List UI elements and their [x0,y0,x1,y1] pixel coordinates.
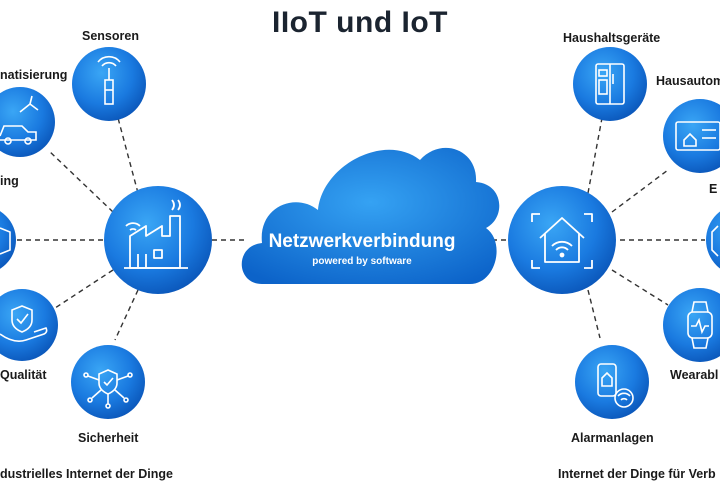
iot-hub [508,186,616,294]
line-hub-left-sensoren [117,117,139,194]
label-sicherheit: Sicherheit [78,431,139,445]
label-haushaltsgeraete: Haushaltsgeräte [563,31,661,45]
iiot-caption: dustrielles Internet der Dinge [0,467,173,481]
phone-home-alarm-icon [597,363,634,408]
smartwatch-icon [687,301,713,349]
sensor-antenna-icon [97,55,121,105]
cloud-subtitle: powered by software [312,256,412,267]
node-automatisierung [0,87,55,157]
node-monitoring [0,211,16,269]
cloud-title: Netzwerkverbindung [269,231,456,252]
node-hausautomation [663,99,720,173]
shield-network-icon [83,369,133,409]
line-hub-right-hausautomation [611,169,669,213]
smart-home-icon [531,213,593,269]
node-sensoren [72,47,146,121]
line-hub-right-alarmanlagen [587,289,601,339]
node-energie [706,211,720,269]
node-qualitaet [0,289,58,361]
robot-arm-car-icon [0,95,39,145]
connector-lines [16,117,705,341]
page-title: IIoT und IoT [272,6,448,39]
label-wearables: Wearabl [670,368,719,382]
node-wearables [663,288,720,362]
node-haushaltsgeraete [573,47,647,121]
factory-icon [124,199,188,269]
line-hub-left-qualitaet [51,269,114,311]
cloud: Netzwerkverbindung powered by software [241,147,500,284]
label-sensoren: Sensoren [82,29,139,43]
label-hausautomation: Hausautom [656,74,720,88]
node-sicherheit [71,345,145,419]
thermostat-icon [675,121,720,151]
iiot-hub [104,186,212,294]
node-alarmanlagen [575,345,649,419]
energy-icon [711,225,719,257]
label-qualitaet: Qualität [0,368,47,382]
label-alarmanlagen: Alarmanlagen [571,431,654,445]
label-automatisierung: natisierung [0,68,68,82]
iot-caption: Internet der Dinge für Verb [558,467,716,481]
label-energie: E [709,182,718,196]
cloud-shape [241,147,500,284]
line-hub-left-automatisierung [47,149,114,213]
monitor-icon [0,227,11,255]
label-monitoring: ing [0,174,19,188]
line-hub-right-wearables [611,269,669,306]
line-hub-left-sicherheit [114,289,139,341]
line-hub-right-haushaltsgeraete [587,117,603,194]
shield-hand-icon [0,305,48,342]
fridge-icon [595,63,625,105]
